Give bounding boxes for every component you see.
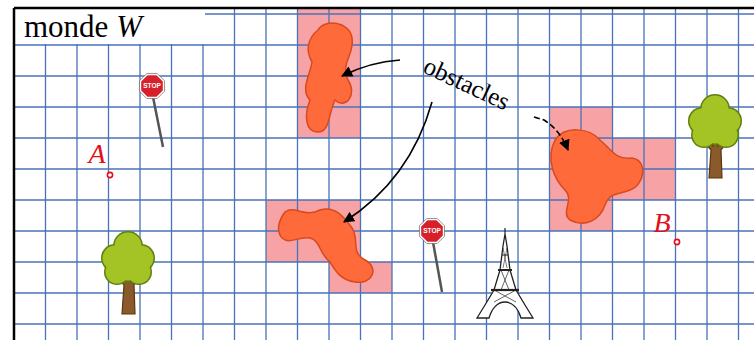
point-label: B — [653, 209, 670, 237]
obstacle-blob — [279, 209, 373, 282]
callout-label: obstacles — [420, 52, 514, 113]
title-patch — [15, 9, 205, 44]
obstacle-blob — [306, 23, 353, 132]
grid — [14, 8, 754, 340]
tree — [688, 94, 742, 178]
world-title: monde W — [24, 11, 142, 42]
point-marker — [107, 172, 112, 177]
sign-text: STOP — [143, 83, 161, 90]
stop-sign — [140, 74, 163, 97]
point-marker — [674, 239, 679, 244]
leader-arrow — [534, 117, 568, 150]
title-word: monde — [24, 9, 116, 44]
point-label: A — [88, 140, 105, 168]
stop-pole — [153, 97, 163, 147]
stop-sign — [420, 219, 443, 242]
title-symbol: W — [116, 9, 142, 44]
leader-arrow — [344, 102, 432, 222]
world-border — [13, 8, 16, 340]
obstacle-blob — [551, 130, 643, 223]
stop-sign-rim — [139, 73, 164, 98]
sign-text: STOP — [423, 228, 441, 235]
stop-sign-rim — [419, 218, 444, 243]
stop-pole — [433, 242, 442, 292]
eiffel-tower — [477, 228, 533, 318]
tree — [101, 231, 155, 314]
obstacle-cells — [266, 9, 676, 293]
leader-arrow — [342, 60, 400, 76]
